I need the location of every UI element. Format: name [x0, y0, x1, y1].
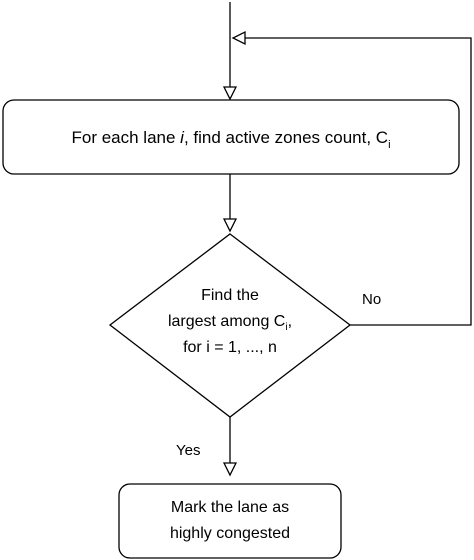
no-loop-connector	[244, 37, 472, 326]
decision-line-2-subscript: i	[285, 322, 287, 333]
decision-line-3: for i = 1, ..., n	[183, 339, 277, 356]
process-box-text: For each lane i, find active zones count…	[71, 128, 390, 151]
decision-line-2-prefix: largest among C	[168, 313, 285, 330]
result-line-2: highly congested	[170, 525, 290, 542]
decision-line-2-suffix: ,	[288, 313, 292, 330]
yes-edge-label: Yes	[176, 442, 200, 459]
no-edge-label: No	[362, 291, 381, 308]
process-to-decision-arrowhead	[222, 218, 238, 233]
entry-arrowhead	[222, 86, 238, 101]
yes-arrowhead	[222, 462, 238, 477]
decision-line-1: Find the	[201, 287, 259, 304]
process-text-prefix: For each lane	[71, 128, 180, 147]
no-loop-arrowhead	[231, 30, 246, 46]
process-box	[2, 99, 460, 175]
decision-line-2: largest among Ci,	[168, 313, 292, 333]
result-box	[118, 483, 342, 559]
process-text-italic-var: i	[180, 128, 185, 147]
result-line-1: Mark the lane as	[171, 499, 289, 516]
process-text-middle: , find active zones count, C	[184, 128, 388, 147]
process-text-subscript: i	[388, 139, 390, 151]
